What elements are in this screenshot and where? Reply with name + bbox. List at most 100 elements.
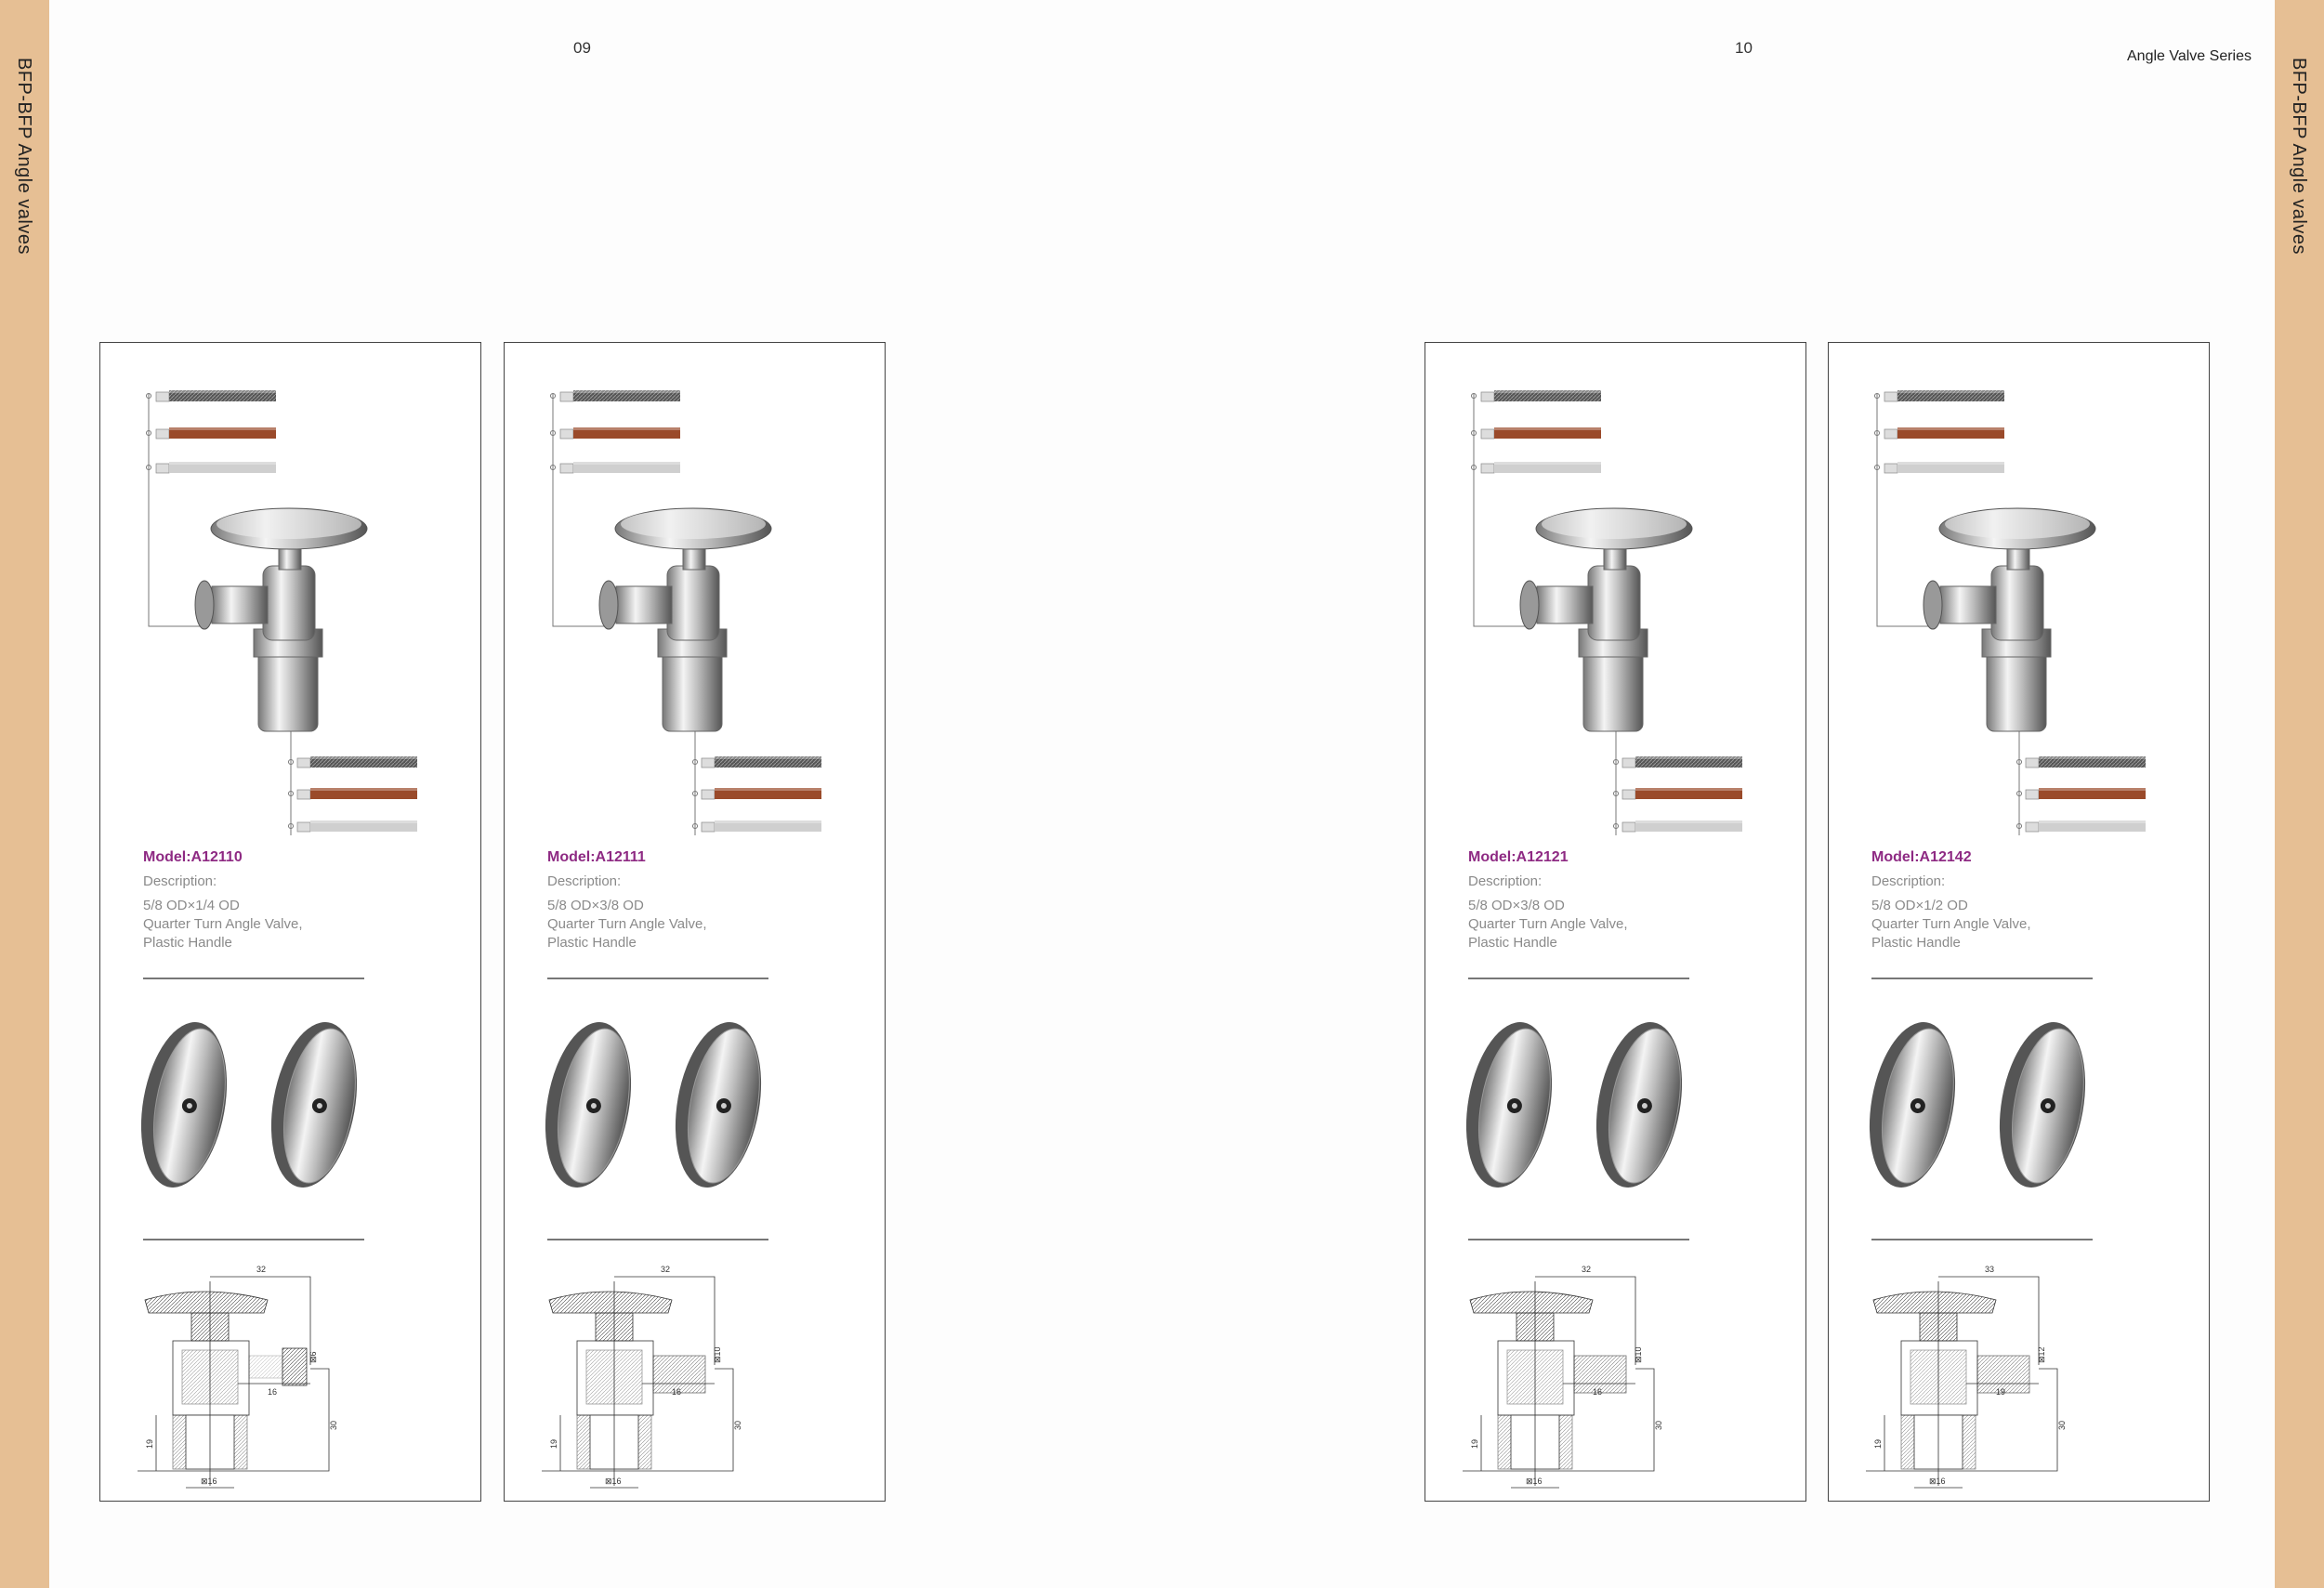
handle-icon xyxy=(1869,1022,1956,1188)
description-label: Description: xyxy=(143,873,217,889)
braided-hose-icon xyxy=(2025,756,2146,768)
divider xyxy=(143,978,364,979)
dim-inlet-bore: ⊠16 xyxy=(1929,1476,1946,1486)
description-label: Description: xyxy=(1871,873,1946,889)
page-number-right: 10 xyxy=(1735,39,1753,57)
technical-drawing xyxy=(138,1276,330,1489)
model-number: Model:A12110 xyxy=(143,849,243,865)
series-title: Angle Valve Series xyxy=(2127,48,2252,64)
chrome-pipe-icon xyxy=(296,820,417,833)
description-size: 5/8 OD×1/2 OD xyxy=(1871,898,1968,913)
braided-hose-icon xyxy=(559,390,680,402)
copper-pipe-icon xyxy=(1884,427,2004,440)
description-label: Description: xyxy=(547,873,622,889)
copper-pipe-icon xyxy=(559,427,680,440)
divider xyxy=(1871,978,2093,979)
chrome-pipe-icon xyxy=(1884,462,2004,474)
description-size: 5/8 OD×3/8 OD xyxy=(547,898,644,913)
product-card: 32 16 30 19 ⊠6 ⊠16 Model:A12110 Descript… xyxy=(99,342,481,1502)
description-handle: Plastic Handle xyxy=(547,935,637,951)
technical-drawing xyxy=(1463,1276,1655,1489)
connection-lines xyxy=(146,393,294,835)
description-handle: Plastic Handle xyxy=(143,935,232,951)
chrome-pipe-icon xyxy=(1622,820,1742,833)
divider xyxy=(143,1239,364,1240)
angle-valve-photo xyxy=(1519,507,1693,732)
handle-icon xyxy=(1595,1022,1683,1188)
dim-inlet-bore: ⊠16 xyxy=(605,1476,622,1486)
angle-valve-photo xyxy=(1923,507,2096,732)
dim-outlet-length: 19 xyxy=(1996,1387,2005,1397)
left-accent-strip xyxy=(0,0,49,1588)
dim-outlet-bore: ⊠12 xyxy=(2037,1346,2046,1363)
dim-width: 32 xyxy=(256,1265,266,1274)
dim-inlet-bore: ⊠16 xyxy=(1526,1476,1543,1486)
dim-outlet-bore: ⊠10 xyxy=(1634,1346,1643,1363)
description-handle: Plastic Handle xyxy=(1468,935,1557,951)
dim-height: 30 xyxy=(329,1421,338,1430)
braided-hose-icon xyxy=(1480,390,1601,402)
technical-drawing xyxy=(1866,1276,2058,1489)
dim-width: 32 xyxy=(1582,1265,1591,1274)
side-label-right: BFP-BFP Angle valves xyxy=(2289,58,2309,255)
product-illustrations: 32 16 30 19 ⊠6 ⊠16 xyxy=(138,390,417,1489)
braided-hose-icon xyxy=(296,756,417,768)
braided-hose-icon xyxy=(701,756,821,768)
copper-pipe-icon xyxy=(296,788,417,800)
connection-lines xyxy=(550,393,698,835)
dim-width: 32 xyxy=(661,1265,670,1274)
handle-icon xyxy=(1465,1022,1553,1188)
handle-icon xyxy=(1999,1022,2086,1188)
divider xyxy=(547,978,768,979)
braided-hose-icon xyxy=(1884,390,2004,402)
description-type: Quarter Turn Angle Valve, xyxy=(143,916,303,932)
description-type: Quarter Turn Angle Valve, xyxy=(1468,916,1628,932)
dim-width: 33 xyxy=(1985,1265,1994,1274)
dim-height: 30 xyxy=(2057,1421,2067,1430)
divider xyxy=(1468,1239,1689,1240)
dim-inlet-length: 19 xyxy=(145,1439,154,1449)
copper-pipe-icon xyxy=(1622,788,1742,800)
description-size: 5/8 OD×1/4 OD xyxy=(143,898,240,913)
angle-valve-photo xyxy=(598,507,772,732)
dim-outlet-bore: ⊠6 xyxy=(309,1351,318,1363)
divider xyxy=(1468,978,1689,979)
dim-inlet-bore: ⊠16 xyxy=(201,1476,217,1486)
chrome-pipe-icon xyxy=(2025,820,2146,833)
dim-inlet-length: 19 xyxy=(1873,1439,1883,1449)
copper-pipe-icon xyxy=(1480,427,1601,440)
chrome-pipe-icon xyxy=(155,462,276,474)
product-card: 32 16 30 19 ⊠10 ⊠16 Model:A12111 Descrip… xyxy=(504,342,886,1502)
handle-icon xyxy=(270,1022,358,1188)
copper-pipe-icon xyxy=(155,427,276,440)
dim-outlet-length: 16 xyxy=(268,1387,277,1397)
product-illustrations: 32 16 30 19 ⊠10 ⊠16 xyxy=(1463,390,1742,1489)
chrome-pipe-icon xyxy=(1480,462,1601,474)
description-type: Quarter Turn Angle Valve, xyxy=(1871,916,2031,932)
model-number: Model:A12111 xyxy=(547,849,646,865)
dim-outlet-length: 16 xyxy=(672,1387,681,1397)
model-number: Model:A12121 xyxy=(1468,849,1569,865)
description-handle: Plastic Handle xyxy=(1871,935,1961,951)
connection-lines xyxy=(1874,393,2022,835)
dim-height: 30 xyxy=(1654,1421,1663,1430)
page-number-left: 09 xyxy=(573,39,591,57)
description-size: 5/8 OD×3/8 OD xyxy=(1468,898,1565,913)
product-illustrations: 33 19 30 19 ⊠12 ⊠16 xyxy=(1866,390,2146,1489)
angle-valve-photo xyxy=(194,507,368,732)
handle-icon xyxy=(675,1022,762,1188)
chrome-pipe-icon xyxy=(559,462,680,474)
connection-lines xyxy=(1471,393,1619,835)
product-card: 32 16 30 19 ⊠10 ⊠16 Model:A12121 Descrip… xyxy=(1425,342,1806,1502)
divider xyxy=(1871,1239,2093,1240)
divider xyxy=(547,1239,768,1240)
dim-outlet-bore: ⊠10 xyxy=(713,1346,722,1363)
chrome-pipe-icon xyxy=(701,820,821,833)
technical-drawing xyxy=(542,1276,734,1489)
dim-inlet-length: 19 xyxy=(549,1439,558,1449)
copper-pipe-icon xyxy=(2025,788,2146,800)
copper-pipe-icon xyxy=(701,788,821,800)
handle-icon xyxy=(545,1022,632,1188)
side-label-left: BFP-BFP Angle valves xyxy=(14,58,34,255)
braided-hose-icon xyxy=(1622,756,1742,768)
